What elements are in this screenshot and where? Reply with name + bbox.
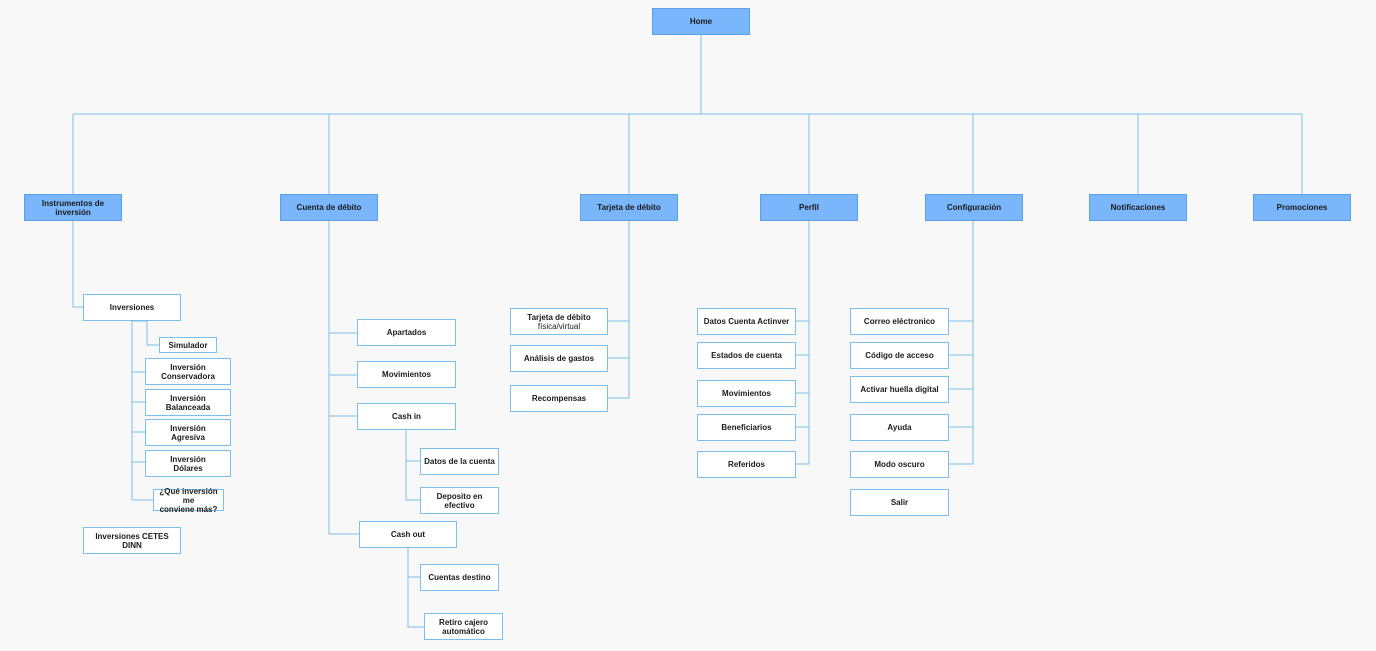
connector-inversion bbox=[72, 221, 83, 308]
connector-inversiones-children bbox=[131, 320, 159, 501]
node-movimientos-cuenta[interactable]: Movimientos bbox=[357, 361, 456, 388]
node-notificaciones[interactable]: Notificaciones bbox=[1089, 194, 1187, 221]
node-referidos[interactable]: Referidos bbox=[697, 451, 796, 478]
node-simulador[interactable]: Simulador bbox=[159, 337, 217, 353]
node-cuenta-debito[interactable]: Cuenta de débito bbox=[280, 194, 378, 221]
connector-bus-drops bbox=[72, 114, 1303, 194]
node-cash-in[interactable]: Cash in bbox=[357, 403, 456, 430]
node-home[interactable]: Home bbox=[652, 8, 750, 35]
node-cuentas-destino[interactable]: Cuentas destino bbox=[420, 564, 499, 591]
node-analisis-gastos[interactable]: Análisis de gastos bbox=[510, 345, 608, 372]
node-promociones[interactable]: Promociones bbox=[1253, 194, 1351, 221]
node-cetes-dinn[interactable]: Inversiones CETES DINN bbox=[83, 527, 181, 554]
node-inversiones[interactable]: Inversiones bbox=[83, 294, 181, 321]
node-configuracion[interactable]: Configuración bbox=[925, 194, 1023, 221]
node-instrumentos-inversion[interactable]: Instrumentos de inversión bbox=[24, 194, 122, 221]
node-tarjeta-debito[interactable]: Tarjeta de débito bbox=[580, 194, 678, 221]
node-correo-electronico[interactable]: Correo eléctronico bbox=[850, 308, 949, 335]
connector-cash-in bbox=[405, 430, 420, 501]
node-ayuda[interactable]: Ayuda bbox=[850, 414, 949, 441]
connector-tarjeta bbox=[608, 221, 630, 399]
node-beneficiarios[interactable]: Beneficiarios bbox=[697, 414, 796, 441]
node-cash-out[interactable]: Cash out bbox=[359, 521, 457, 548]
connector-home-bus bbox=[73, 35, 1302, 115]
node-recompensas[interactable]: Recompensas bbox=[510, 385, 608, 412]
node-datos-cuenta-actinver[interactable]: Datos Cuenta Actinver bbox=[697, 308, 796, 335]
node-movimientos-perfil[interactable]: Movimientos bbox=[697, 380, 796, 407]
node-deposito-efectivo[interactable]: Deposito en efectivo bbox=[420, 487, 499, 514]
node-datos-cuenta[interactable]: Datos de la cuenta bbox=[420, 448, 499, 475]
node-codigo-acceso[interactable]: Código de acceso bbox=[850, 342, 949, 369]
node-apartados[interactable]: Apartados bbox=[357, 319, 456, 346]
connector-cash-out bbox=[407, 548, 424, 628]
node-perfil[interactable]: Perfil bbox=[760, 194, 858, 221]
connector-perfil bbox=[796, 221, 810, 465]
connector-cuenta bbox=[328, 221, 359, 535]
node-modo-oscuro[interactable]: Modo oscuro bbox=[850, 451, 949, 478]
node-estados-cuenta[interactable]: Estados de cuenta bbox=[697, 342, 796, 369]
node-salir[interactable]: Salir bbox=[850, 489, 949, 516]
node-activar-huella[interactable]: Activar huella digital bbox=[850, 376, 949, 403]
connector-configuracion bbox=[948, 221, 974, 465]
